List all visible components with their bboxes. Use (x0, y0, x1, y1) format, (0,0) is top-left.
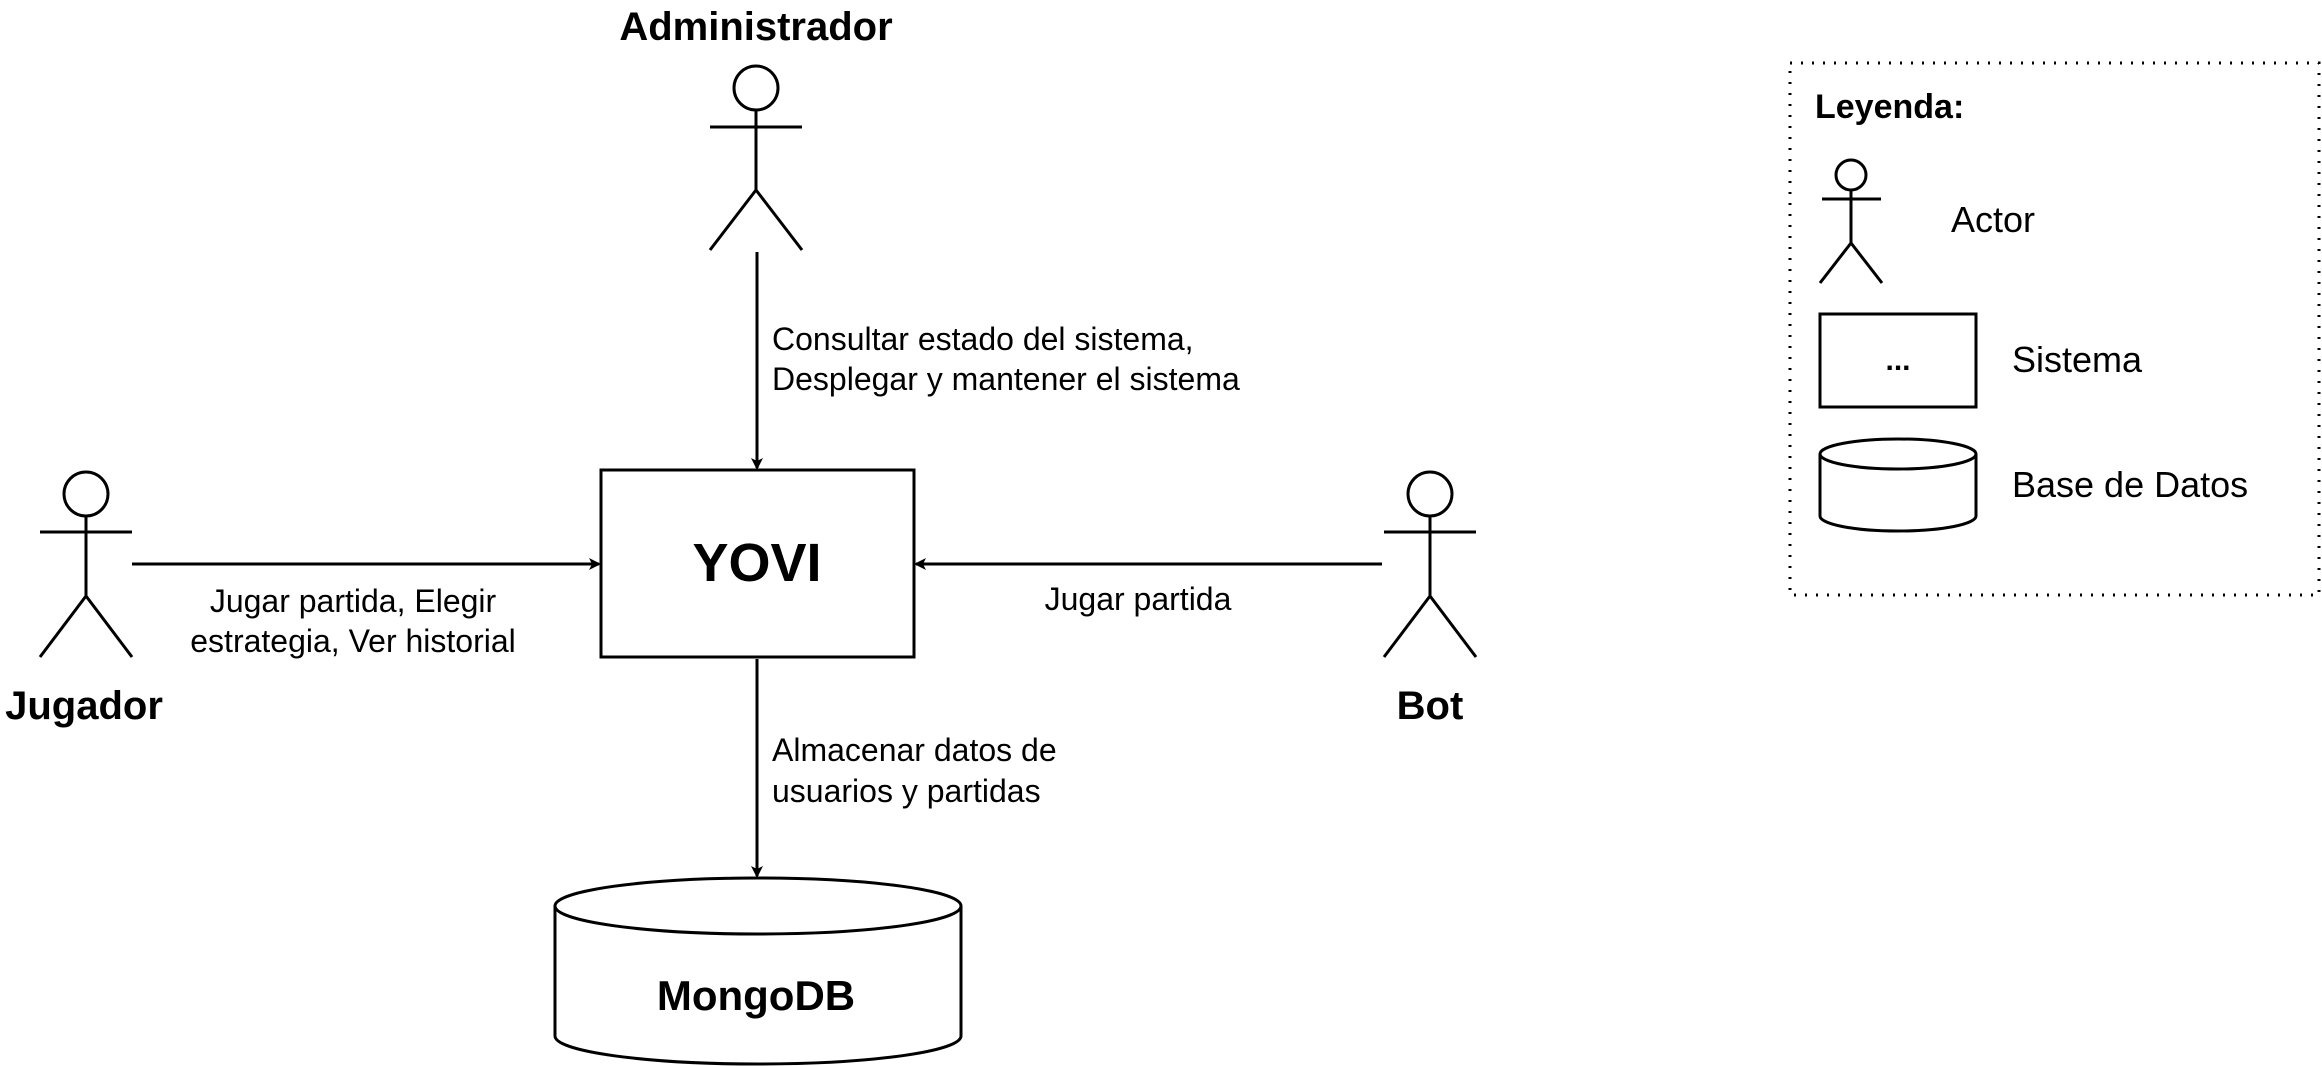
edge-bot-label: Jugar partida (1045, 581, 1232, 617)
edge-jugador-label-line1: Jugar partida, Elegir (210, 583, 497, 619)
database-cylinder-icon (553, 876, 963, 1066)
legend: Leyenda: Actor ... Sistema Base de Datos (1788, 61, 2321, 597)
actor-administrador-label: Administrador (619, 5, 892, 49)
legend-actor-label: Actor (1951, 199, 2035, 240)
legend-system-box-icon (1818, 312, 1978, 409)
edge-jugador-to-system: Jugar partida, Elegir estrategia, Ver hi… (132, 558, 601, 659)
actor-bot: Bot (1382, 470, 1478, 728)
actor-jugador: Jugador (5, 470, 163, 728)
system-yovi: YOVI (599, 468, 916, 659)
legend-system-label: Sistema (2012, 339, 2143, 380)
actor-administrador: Administrador (619, 5, 893, 251)
edge-jugador-label-line2: estrategia, Ver historial (190, 623, 516, 659)
actor-jugador-label: Jugador (5, 684, 163, 728)
legend-title: Leyenda: (1815, 88, 1964, 126)
legend-system-item: ... Sistema (1818, 312, 2143, 409)
edge-administrador-label-line1: Consultar estado del sistema, (772, 321, 1194, 357)
legend-actor-item: Actor (1818, 158, 2035, 284)
actor-jugador-icon (38, 470, 134, 658)
edge-administrador-label-line2: Desplegar y mantener el sistema (772, 361, 1240, 397)
legend-database-label: Base de Datos (2012, 464, 2248, 505)
database-mongodb-label: MongoDB (657, 972, 855, 1019)
database-mongodb: MongoDB (553, 876, 963, 1066)
edge-administrador-to-system: Consultar estado del sistema, Desplegar … (751, 252, 1240, 470)
legend-system-symbol: ... (1885, 344, 1910, 377)
edge-database-label-line1: Almacenar datos de (772, 732, 1057, 768)
edge-system-to-database: Almacenar datos de usuarios y partidas (751, 659, 1057, 878)
edge-database-label-line2: usuarios y partidas (772, 773, 1041, 809)
legend-database-item: Base de Datos (1818, 437, 2248, 533)
actor-administrador-icon (708, 64, 804, 251)
edge-bot-to-system: Jugar partida (914, 558, 1382, 617)
system-yovi-label: YOVI (692, 533, 821, 593)
legend-border (1788, 61, 2321, 597)
actor-bot-label: Bot (1397, 684, 1464, 728)
system-yovi-box (599, 468, 916, 659)
legend-actor-icon (1818, 158, 1884, 284)
actor-bot-icon (1382, 470, 1478, 658)
legend-database-icon (1818, 437, 1978, 533)
